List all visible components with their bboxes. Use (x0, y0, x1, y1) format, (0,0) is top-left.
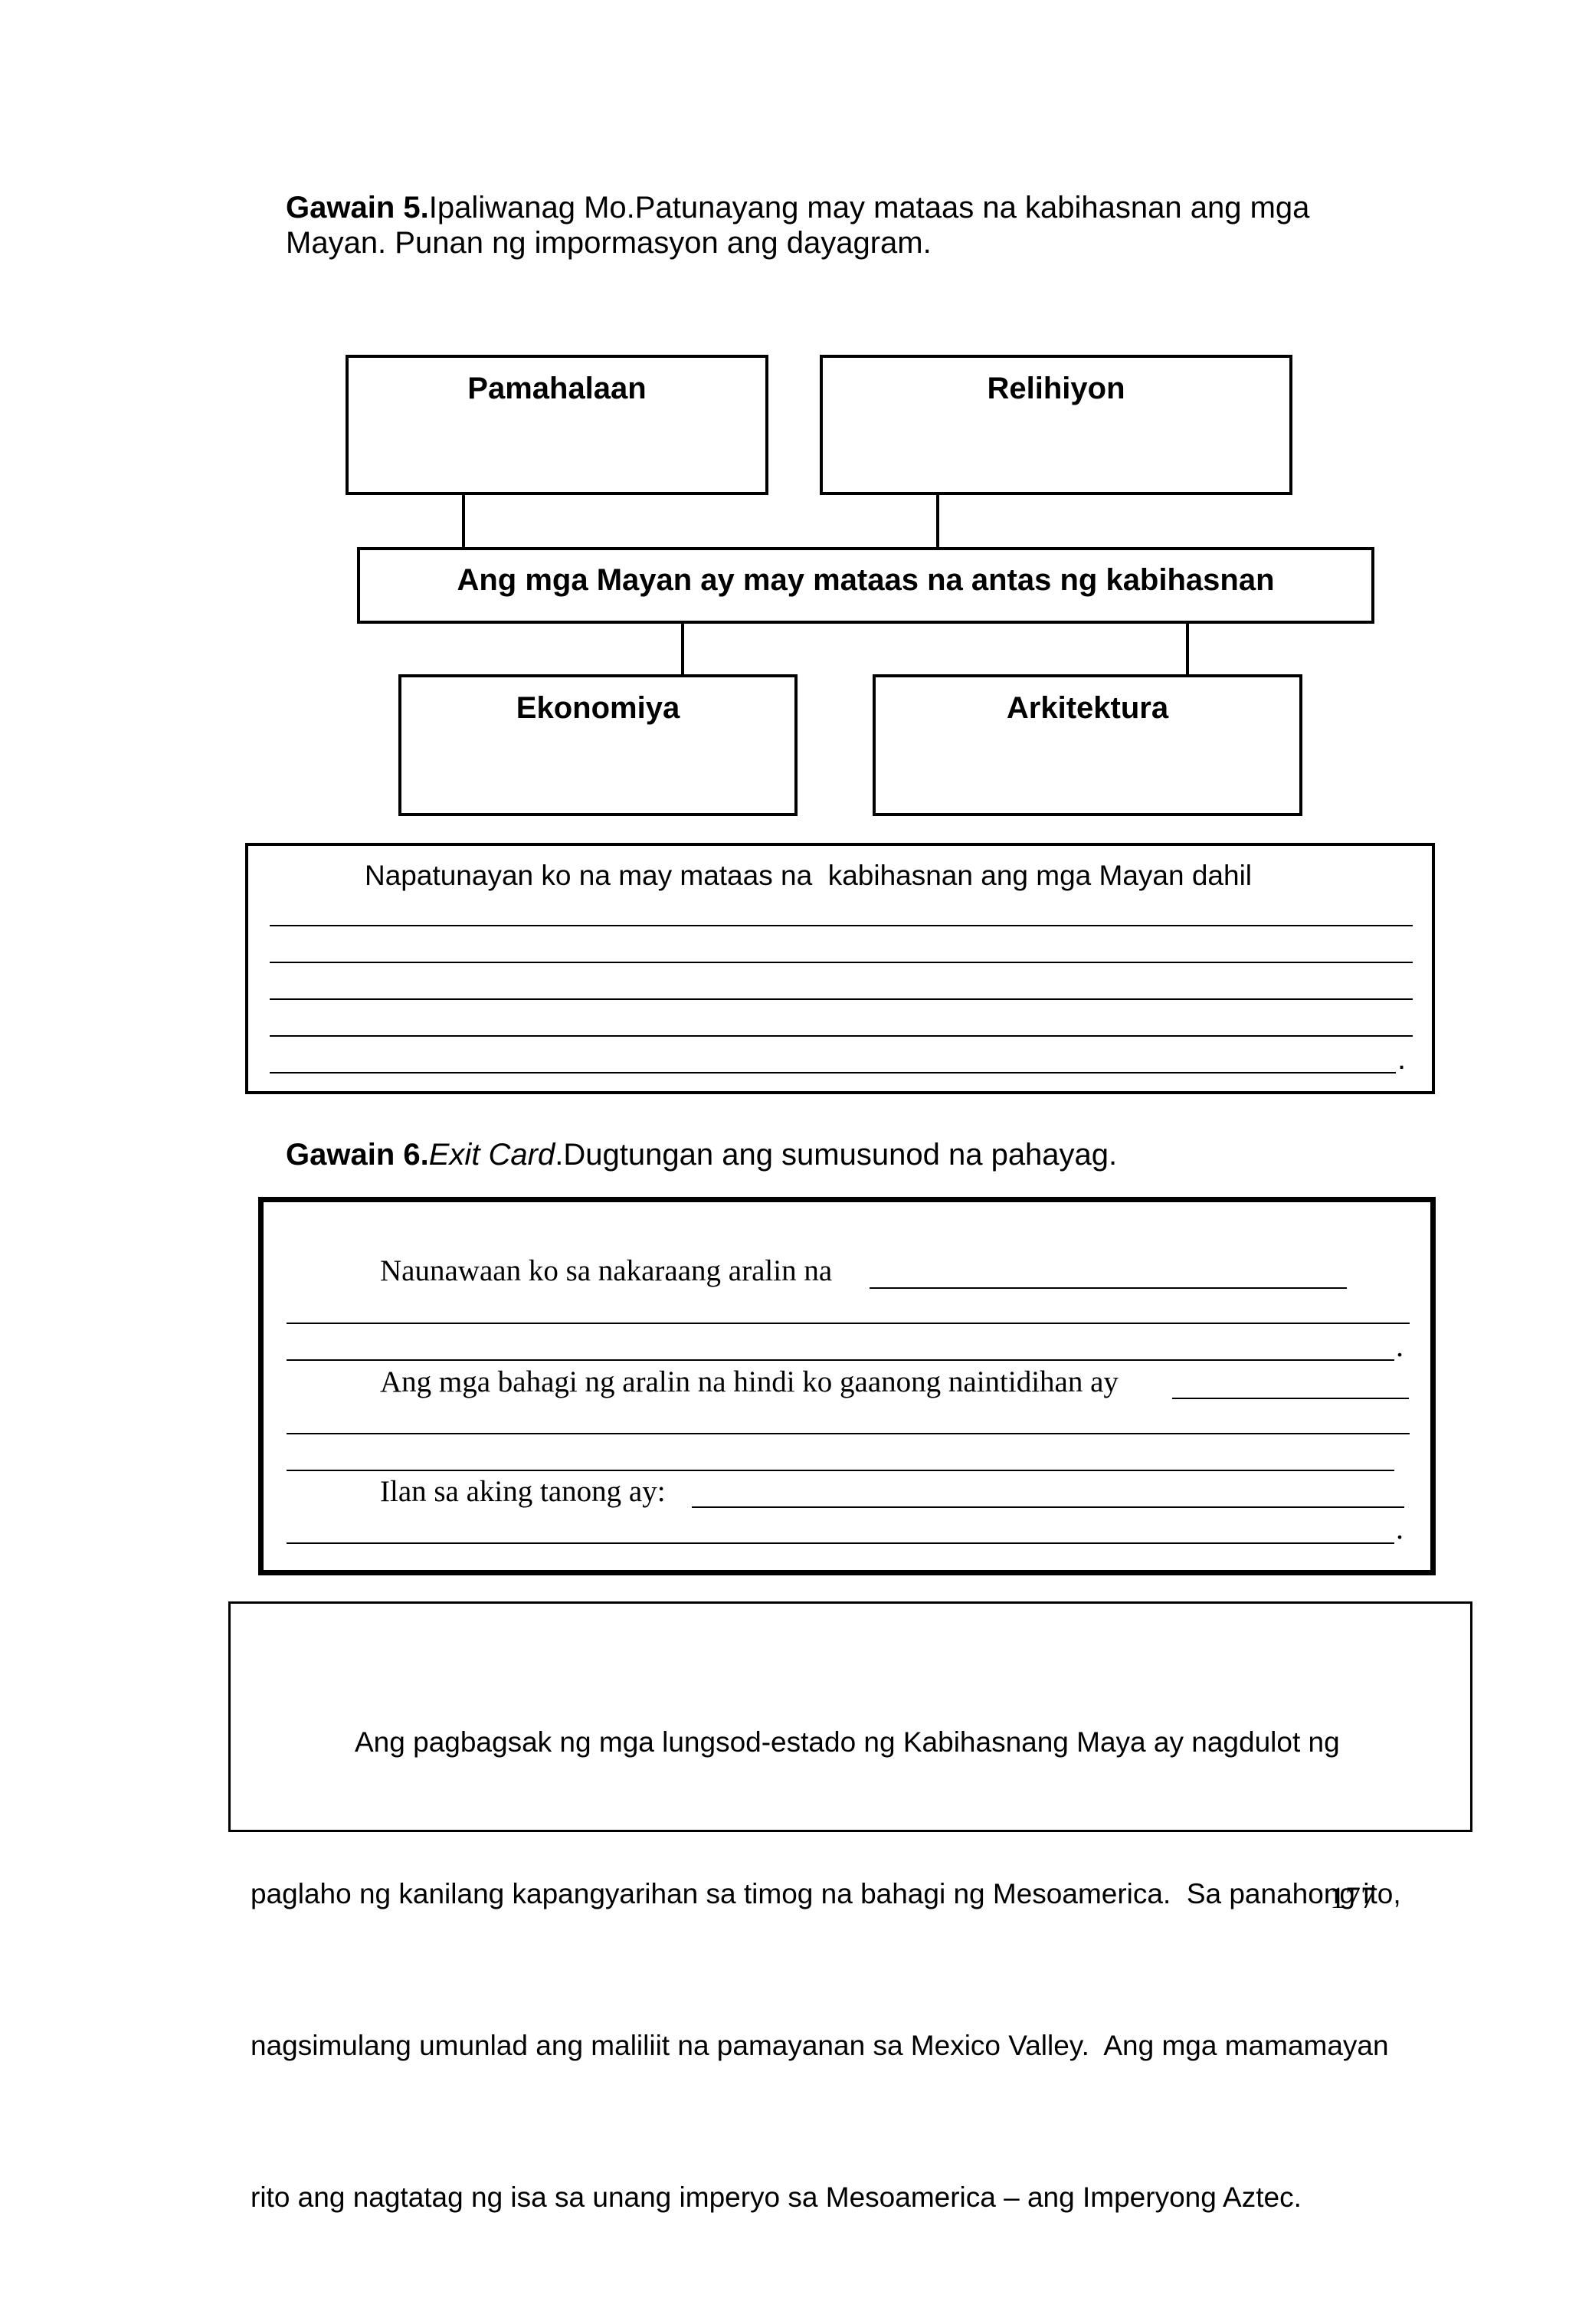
answer-line[interactable] (692, 1506, 1404, 1508)
conclusion-prompt: Napatunayan ko na may mataas na kabihasn… (365, 860, 1253, 891)
conclusion-box: Napatunayan ko na may mataas na kabihasn… (245, 843, 1435, 1094)
center-statement-text: Ang mga Mayan ay may mataas na antas ng … (457, 563, 1275, 597)
box-ekonomiya-label: Ekonomiya (516, 691, 680, 725)
box-pamahalaan-label: Pamahalaan (467, 372, 647, 405)
conclusion-end-mark: . (1397, 1042, 1407, 1076)
connector-ekonomiya (681, 624, 684, 676)
exit-card: Naunawaan ko sa nakaraang aralin na . An… (258, 1197, 1436, 1575)
connector-relihiyon (936, 495, 939, 549)
gawain6-rest: .Dugtungan ang sumusunod na pahayag. (555, 1138, 1118, 1172)
gawain5-instructions: Gawain 5.Ipaliwanag Mo.Patunayang may ma… (286, 190, 1309, 261)
exit-end-mark-1: . (1396, 1329, 1404, 1363)
answer-line[interactable] (287, 1470, 1394, 1471)
reading-line-1: Ang pagbagsak ng mga lungsod-estado ng K… (355, 1726, 1340, 1758)
answer-line[interactable] (287, 1359, 1394, 1361)
gawain5-label: Gawain 5. (286, 191, 429, 225)
box-arkitektura-label: Arkitektura (1006, 691, 1169, 725)
answer-line[interactable] (1172, 1398, 1409, 1399)
reading-line-3: nagsimulang umunlad ang maliliit na pama… (251, 2030, 1389, 2061)
box-pamahalaan[interactable]: Pamahalaan (346, 355, 768, 495)
connector-pamahalaan (462, 495, 465, 549)
reading-passage: Ang pagbagsak ng mga lungsod-estado ng K… (251, 1616, 1401, 2324)
connector-arkitektura (1186, 624, 1189, 676)
answer-line[interactable] (870, 1287, 1347, 1289)
answer-line[interactable] (270, 1035, 1413, 1037)
gawain6-label: Gawain 6. (286, 1138, 429, 1172)
box-center-statement: Ang mga Mayan ay may mataas na antas ng … (357, 547, 1374, 624)
answer-line[interactable] (270, 998, 1413, 1000)
box-relihiyon-label: Relihiyon (987, 372, 1125, 405)
answer-line[interactable] (270, 962, 1413, 963)
box-ekonomiya[interactable]: Ekonomiya (398, 674, 798, 816)
answer-line[interactable] (270, 1072, 1396, 1073)
reading-line-4: rito ang nagtatag ng isa sa unang impery… (251, 2181, 1302, 2213)
exit-end-mark-3: . (1396, 1511, 1404, 1546)
reading-line-2: paglaho ng kanilang kapangyarihan sa tim… (251, 1878, 1401, 1909)
reading-box: Ang pagbagsak ng mga lungsod-estado ng K… (228, 1601, 1472, 2213)
exit-prompt-1: Naunawaan ko sa nakaraang aralin na (380, 1254, 833, 1287)
gawain6-italic: Exit Card (428, 1138, 555, 1172)
answer-line[interactable] (287, 1323, 1410, 1324)
box-arkitektura[interactable]: Arkitektura (873, 674, 1302, 816)
answer-line[interactable] (270, 925, 1413, 926)
gawain6-instructions: Gawain 6.Exit Card.Dugtungan ang sumusun… (286, 1137, 1117, 1172)
exit-prompt-2: Ang mga bahagi ng aralin na hindi ko gaa… (380, 1365, 1119, 1398)
page-number: 177 (1330, 1880, 1376, 1915)
gawain5-line1: Ipaliwanag Mo.Patunayang may mataas na k… (428, 191, 1310, 225)
answer-line[interactable] (287, 1433, 1410, 1434)
answer-line[interactable] (287, 1542, 1394, 1544)
exit-prompt-3: Ilan sa aking tanong ay: (380, 1475, 666, 1508)
gawain5-line2: Mayan. Punan ng impormasyon ang dayagram… (286, 226, 932, 260)
box-relihiyon[interactable]: Relihiyon (820, 355, 1292, 495)
